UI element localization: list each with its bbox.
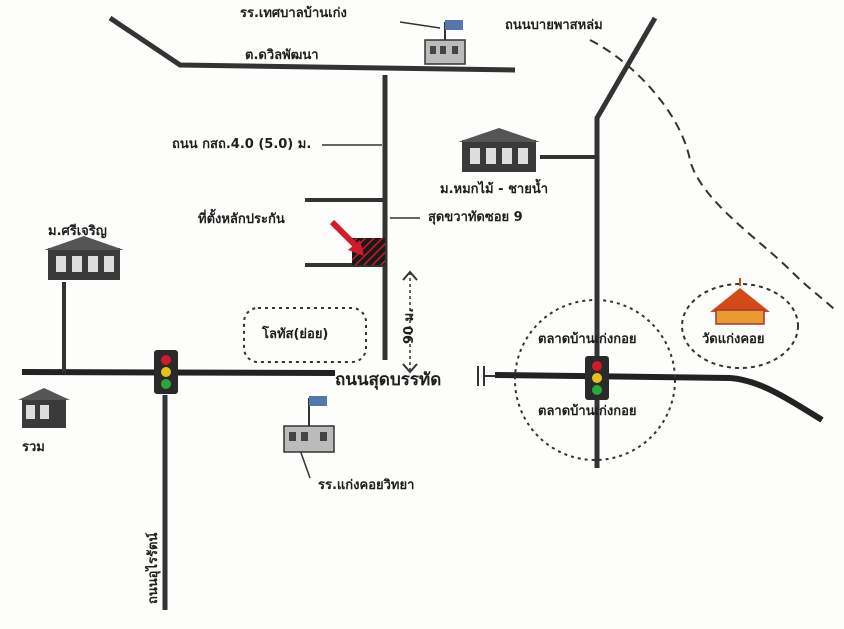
road-top <box>108 15 516 73</box>
school-icon <box>424 20 466 65</box>
road-end-marker <box>477 366 496 386</box>
traffic-light-icon <box>585 356 609 400</box>
label-left-building: รวม <box>22 440 45 455</box>
temple-circle <box>681 283 799 369</box>
label-market-bottom: ตลาดบ้านเก่งกอย <box>538 404 637 419</box>
label-village-right: ม.หมกไม้ - ชายน้ำ <box>440 182 548 197</box>
main-road-right <box>494 372 824 423</box>
house-icon <box>44 236 124 280</box>
lotus-box <box>243 307 367 363</box>
label-road-right-top: ถนนบายพาสหล่ม <box>505 18 603 33</box>
label-road-vertical-left: ถนนอุไรรัตน์ <box>146 532 161 604</box>
label-school-bottom: รร.แก่งคอยวิทยา <box>318 478 415 493</box>
temple-icon <box>710 278 770 325</box>
main-road-left <box>21 369 336 376</box>
label-distance: 90 ม. <box>402 307 417 344</box>
label-location: ที่ตั้งหลักประกัน <box>198 212 285 227</box>
leader-school-top <box>399 21 441 29</box>
label-village-left: ม.ศรีเจริญ <box>48 224 107 239</box>
label-main-road: ถนนสุดบรรทัด <box>335 370 442 390</box>
label-lotus: โลทัส(ย่อย) <box>262 327 329 342</box>
label-temple: วัดแก่งคอย <box>702 332 765 347</box>
market-circle <box>514 299 676 461</box>
label-next-to: สุดขวาทัดซอย 9 <box>428 210 523 225</box>
school-icon <box>283 396 335 453</box>
label-community-top: ต.ดวิลพัฒนา <box>245 48 319 63</box>
house-icon <box>458 128 540 172</box>
distance-marker <box>402 270 418 374</box>
dashed-route <box>589 39 836 311</box>
house-icon <box>18 388 70 428</box>
traffic-light-icon <box>154 350 178 394</box>
road-right <box>594 16 658 468</box>
label-market-top: ตลาดบ้านเก่งกอย <box>538 332 637 347</box>
leader-school-bottom <box>299 449 311 479</box>
label-school-top: รร.เทศบาลบ้านเก่ง <box>240 6 347 21</box>
location-arrow-icon <box>329 219 364 256</box>
label-road-side: ถนน กสถ.4.0 (5.0) ม. <box>172 137 312 152</box>
